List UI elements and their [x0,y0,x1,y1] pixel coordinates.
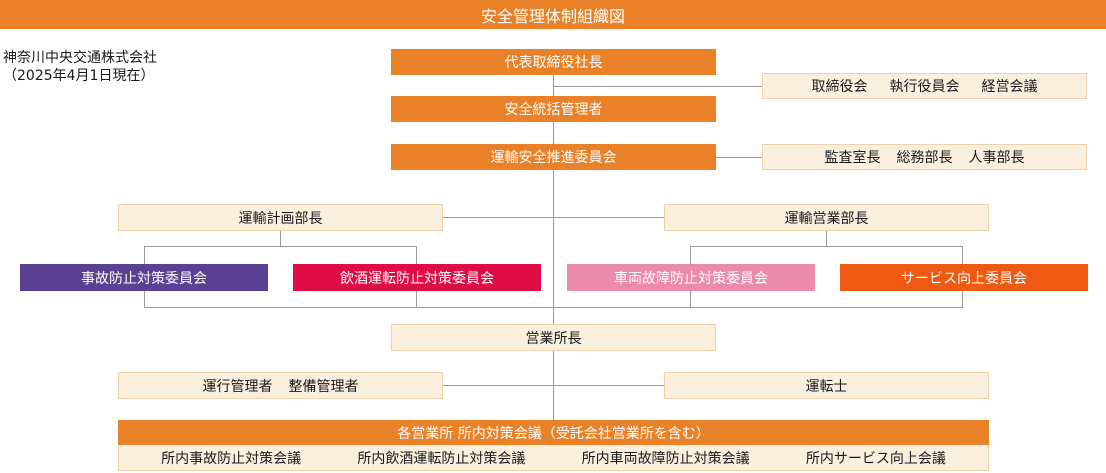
board-item: 執行役員会 [889,79,960,95]
board-item: 経営会議 [981,79,1038,95]
driver-box: 運転士 [664,372,989,399]
branch-manager-box: 営業所長 [391,324,716,351]
safety-manager-box: 安全統括管理者 [391,96,716,122]
meeting-item: 所内飲酒運転防止対策会議 [357,450,526,467]
department-item: 監査室長 [824,150,881,166]
chart-title: 安全管理体制組織図 [0,0,1106,29]
company-info: 神奈川中央交通株式会社 （2025年4月1日現在） [3,49,157,85]
vehicle-failure-prevention-committee: 車両故障防止対策委員会 [567,264,815,291]
department-item: 人事部長 [968,150,1025,166]
meeting-item: 所内サービス向上会議 [805,450,946,467]
president-box: 代表取締役社長 [391,49,716,75]
drunk-driving-prevention-committee: 飲酒運転防止対策委員会 [293,264,541,291]
branch-meetings-header: 各営業所 所内対策会議（受託会社営業所を含む） [118,420,989,445]
managers-box: 運行管理者 整備管理者 [118,372,443,399]
manager-item: 運行管理者 [202,378,273,395]
meeting-item: 所内車両故障防止対策会議 [581,450,750,467]
branch-meetings-list: 所内事故防止対策会議 所内飲酒運転防止対策会議 所内車両故障防止対策会議 所内サ… [118,445,989,471]
planning-division-box: 運輸計画部長 [118,204,443,231]
accident-prevention-committee: 事故防止対策委員会 [20,264,268,291]
transport-safety-committee-box: 運輸安全推進委員会 [391,144,716,170]
departments-box: 監査室長 総務部長 人事部長 [762,144,1087,170]
board-box: 取締役会 執行役員会 経営会議 [762,73,1087,99]
as-of-date: （2025年4月1日現在） [3,68,155,84]
service-improvement-committee: サービス向上委員会 [840,264,1088,291]
operations-division-box: 運輸営業部長 [664,204,989,231]
board-item: 取締役会 [811,79,868,95]
company-name: 神奈川中央交通株式会社 [3,50,157,66]
department-item: 総務部長 [896,150,953,166]
meeting-item: 所内事故防止対策会議 [161,450,302,467]
manager-item: 整備管理者 [288,378,359,395]
